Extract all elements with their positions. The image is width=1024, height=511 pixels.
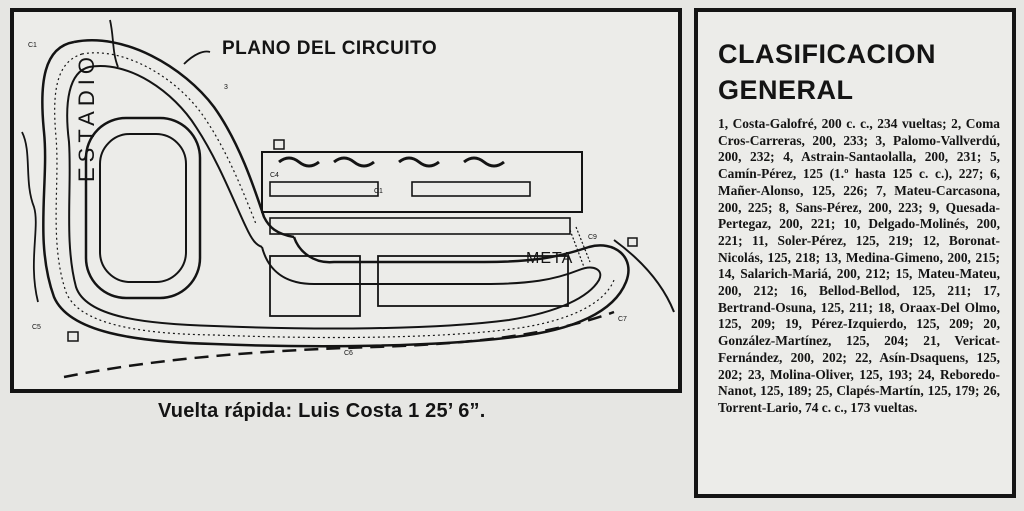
building-top-strip xyxy=(261,151,583,213)
road-edge-right xyxy=(613,239,675,313)
house-icon xyxy=(627,237,638,247)
classification-title: CLASIFICACION GENERAL xyxy=(718,36,936,108)
building-left-bar xyxy=(269,181,379,197)
stadium-inner xyxy=(99,133,187,283)
marker-label: C1 xyxy=(28,42,37,49)
marker-label: C6 xyxy=(344,350,353,357)
track-inner-edge xyxy=(66,66,602,330)
block-right xyxy=(377,255,569,307)
meta-label: META xyxy=(526,250,574,267)
classification-title-line1: CLASIFICACION xyxy=(718,39,936,69)
track-upper-loop-inner xyxy=(88,65,263,248)
estadio-label: ESTADIO xyxy=(74,52,99,182)
classification-title-line2: GENERAL xyxy=(718,75,854,105)
circuit-map-drawing xyxy=(21,19,675,379)
racing-line xyxy=(54,52,615,339)
marker-label: C4 xyxy=(270,172,279,179)
creek-top xyxy=(109,19,211,68)
fastest-lap-caption: Vuelta rápida: Luis Costa 1 25’ 6”. xyxy=(158,400,486,422)
building-right-bar xyxy=(411,181,531,197)
road-dashed xyxy=(63,310,615,379)
building-long-bar xyxy=(269,217,571,235)
track-outer-edge xyxy=(41,40,630,348)
finish-line xyxy=(569,226,591,268)
circuit-map-panel: PLANO DEL CIRCUITO ESTADIO META C1 3 C1 … xyxy=(10,8,682,393)
marker-label: 3 xyxy=(224,84,228,91)
classification-text: 1, Costa-Galofré, 200 c. c., 234 vueltas… xyxy=(718,116,1000,415)
map-title: PLANO DEL CIRCUITO xyxy=(222,38,438,59)
house-icon xyxy=(67,331,79,342)
marker-label: C7 xyxy=(618,316,627,323)
marker-label: C1 xyxy=(374,188,383,195)
marker-label: C9 xyxy=(588,234,597,241)
house-icon xyxy=(273,139,285,150)
stadium-outer xyxy=(84,116,202,300)
classification-panel: CLASIFICACION GENERAL 1, Costa-Galofré, … xyxy=(694,8,1016,498)
block-left xyxy=(269,255,361,317)
wave-lines xyxy=(278,156,505,168)
marker-label: C5 xyxy=(32,324,41,331)
creek-left xyxy=(21,131,39,303)
track-upper-loop xyxy=(73,39,295,239)
